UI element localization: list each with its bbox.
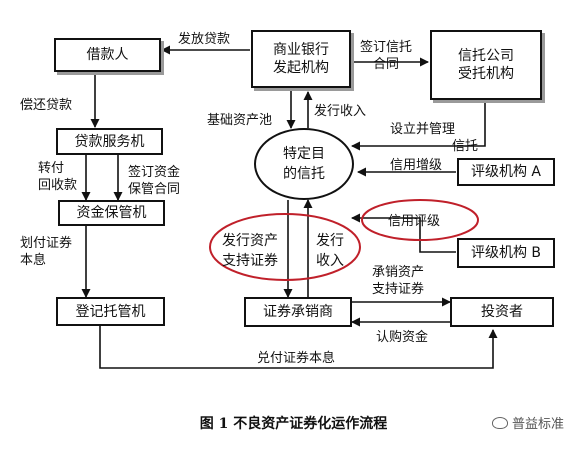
label-credit-rating: 信用评级	[388, 214, 441, 229]
label-underwrite-abs: 承销资产 支持证券	[372, 265, 425, 297]
spv-trust-oval: 特定目 的信托	[254, 128, 354, 200]
highlight-issue-abs	[209, 213, 361, 281]
registry-box: 登记托管机	[56, 297, 165, 326]
label-underlying-pool: 基础资产池	[207, 113, 273, 128]
label-custody-contract: 签订资金 保管合同	[128, 165, 181, 197]
label-transfer-collection: 转付 回收款	[38, 161, 78, 193]
label-pay-principal-interest: 兑付证券本息	[257, 351, 336, 366]
trust-company-box: 信托公司 受托机构	[430, 30, 542, 100]
label-allocate-payment: 划付证券 本息	[20, 236, 73, 268]
custodian-box: 资金保管机	[58, 200, 165, 226]
label-setup-manage: 设立并管理	[390, 122, 456, 137]
label-subscribe-funds: 认购资金	[376, 330, 429, 345]
rating-b-box: 评级机构 B	[457, 238, 555, 268]
label-trust-contract: 签订信托 合同	[360, 40, 413, 72]
investor-box: 投资者	[450, 297, 554, 327]
borrower-box: 借款人	[54, 38, 161, 72]
label-issue-abs: 发行资产 支持证券	[222, 233, 278, 269]
underwriter-box: 证券承销商	[244, 297, 352, 327]
watermark: 普益标准	[492, 413, 564, 432]
label-credit-enhance: 信用增级	[390, 158, 443, 173]
originator-box: 商业银行 发起机构	[251, 30, 351, 88]
loan-servicer-box: 贷款服务机	[56, 128, 163, 155]
arrow-credit-rating	[351, 213, 456, 253]
label-repay-loan: 偿还贷款	[20, 98, 73, 113]
arrow-setup-manage	[351, 102, 486, 151]
label-issue-income-mid: 发行 收入	[316, 233, 344, 269]
label-issue-loan: 发放贷款	[178, 32, 231, 47]
arrow-pay-principal-interest	[99, 325, 498, 369]
highlight-credit-rating	[361, 199, 479, 241]
rating-a-box: 评级机构 A	[457, 158, 555, 186]
figure-caption: 图 1 不良资产证券化运作流程	[199, 416, 388, 432]
wechat-icon	[492, 416, 508, 429]
label-issue-income-top: 发行收入	[314, 104, 367, 119]
label-trust: 信托	[452, 139, 479, 154]
watermark-text: 普益标准	[512, 417, 565, 432]
